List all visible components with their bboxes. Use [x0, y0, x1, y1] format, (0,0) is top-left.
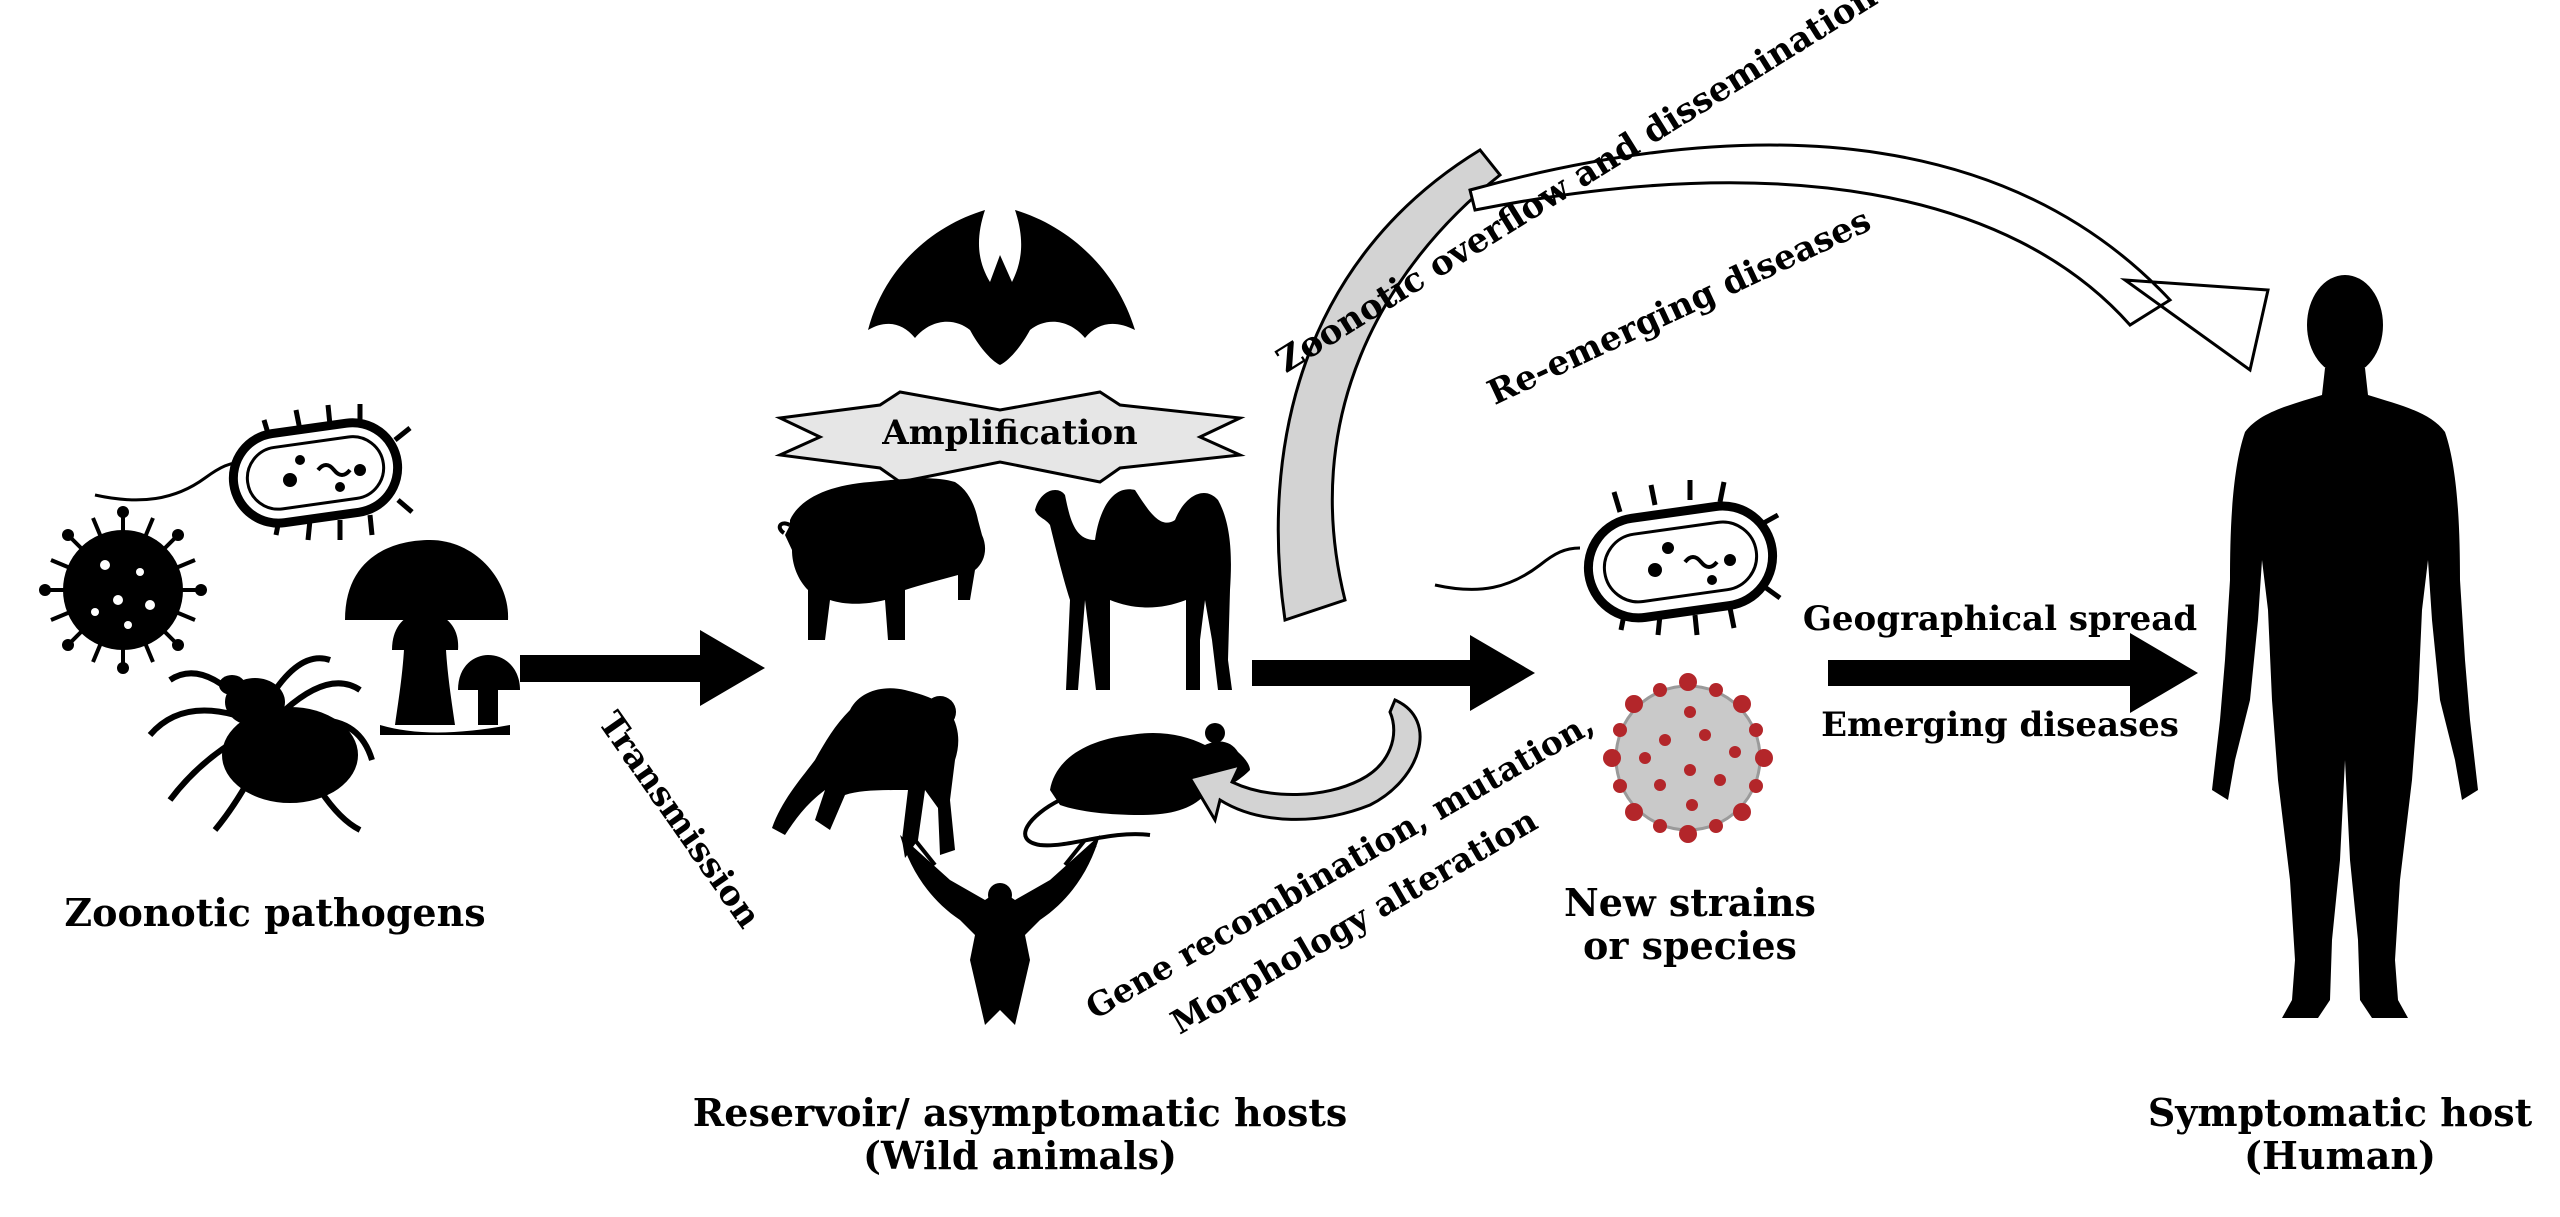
gene-recombination-arrow	[1187, 698, 1422, 824]
geographical-spread-label: Geographical spread	[1802, 599, 2198, 639]
reservoir-hosts-line2: (Wild animals)	[863, 1132, 1177, 1178]
symptomatic-host-line1: Symptomatic host	[2147, 1090, 2533, 1135]
new-strains-line1: New strains	[1564, 880, 1816, 925]
human-silhouette-icon	[2212, 275, 2478, 1018]
spread-arrow	[1828, 633, 2198, 713]
virus-icon	[39, 506, 207, 674]
new-strains-line2: or species	[1583, 922, 1797, 968]
chimpanzee-icon	[772, 688, 959, 858]
bat-icon	[868, 210, 1135, 365]
wild-boar-icon	[777, 478, 986, 640]
tick-icon	[147, 655, 375, 833]
symptomatic-host-label: Symptomatic host (Human)	[2130, 1090, 2550, 1178]
emerging-diseases-label: Emerging diseases	[1821, 705, 2179, 745]
symptomatic-host-line2: (Human)	[2244, 1132, 2436, 1178]
bacterium-icon-new-strain	[1434, 480, 1782, 636]
amplification-label: Amplification	[882, 413, 1138, 453]
reservoir-to-new-strains-arrow	[1252, 635, 1535, 711]
reservoir-hosts-line1: Reservoir/ asymptomatic hosts	[692, 1090, 1348, 1135]
zoonotic-pathogens-label: Zoonotic pathogens	[64, 890, 486, 935]
bacterium-icon	[94, 404, 414, 541]
camel-icon	[1035, 489, 1232, 690]
reservoir-hosts-label: Reservoir/ asymptomatic hosts (Wild anim…	[620, 1090, 1420, 1178]
coronavirus-icon	[1603, 673, 1773, 843]
amplification-banner	[774, 390, 1246, 484]
dissemination-arrow	[1468, 143, 2270, 373]
eagle-icon	[900, 835, 1100, 1025]
zoonotic-overflow-band	[1276, 148, 1503, 622]
new-strains-label: New strains or species	[1520, 880, 1860, 968]
transmission-arrow	[520, 630, 765, 706]
mushroom-icon	[345, 540, 520, 735]
